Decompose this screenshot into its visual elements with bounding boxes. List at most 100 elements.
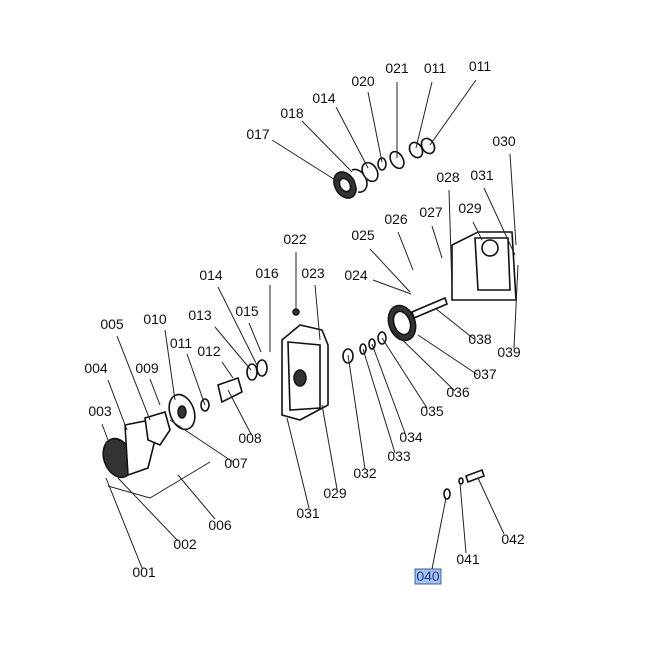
leader-lines: [101, 79, 519, 570]
part-label-022[interactable]: 022: [283, 231, 307, 247]
part-label-031[interactable]: 031: [296, 505, 320, 521]
part-label-028[interactable]: 028: [436, 169, 460, 185]
part-040-ring: [443, 488, 451, 500]
part-label-009[interactable]: 009: [135, 360, 159, 376]
part-label-029[interactable]: 029: [323, 485, 347, 501]
part-label-018[interactable]: 018: [280, 105, 304, 121]
part-label-025[interactable]: 025: [351, 227, 375, 243]
part-label-036[interactable]: 036: [446, 384, 470, 400]
leader-line-036: [389, 327, 456, 392]
part-label-013[interactable]: 013: [188, 307, 212, 323]
part-label-014[interactable]: 014: [199, 267, 223, 283]
part-label-037[interactable]: 037: [473, 366, 497, 382]
part-label-011[interactable]: 011: [469, 58, 492, 74]
bracket-006: [107, 461, 211, 499]
part-011-seal-2: [420, 137, 436, 155]
leader-line-029: [321, 404, 338, 490]
leader-line-037: [417, 334, 479, 376]
part-label-029[interactable]: 029: [458, 200, 482, 216]
part-label-004[interactable]: 004: [84, 360, 108, 376]
part-041-ring: [458, 477, 464, 485]
leader-line-005: [116, 335, 151, 421]
part-label-041[interactable]: 041: [456, 551, 480, 567]
part-label-007[interactable]: 007: [224, 455, 248, 471]
part-042-pin: [464, 468, 486, 484]
leader-line-032: [347, 354, 366, 470]
leader-line-038: [434, 307, 475, 340]
part-label-027[interactable]: 027: [419, 204, 443, 220]
leader-line-008: [227, 389, 252, 435]
parts: [102, 137, 517, 500]
leader-line-027: [431, 225, 443, 259]
part-017-bore: [338, 177, 352, 193]
leader-line-033: [362, 348, 396, 454]
leader-line-031: [286, 417, 310, 509]
part-label-031[interactable]: 031: [470, 167, 494, 183]
part-label-015[interactable]: 015: [235, 303, 259, 319]
leader-line-026: [397, 231, 414, 271]
part-label-035[interactable]: 035: [420, 403, 444, 419]
leader-line-007: [169, 419, 234, 463]
leader-line-031: [483, 187, 516, 256]
part-label-026[interactable]: 026: [384, 211, 408, 227]
part-label-016[interactable]: 016: [255, 265, 279, 281]
part-label-005[interactable]: 005: [100, 316, 124, 332]
part-label-023[interactable]: 023: [301, 265, 325, 281]
leader-line-017: [271, 139, 341, 184]
leader-line-030: [509, 153, 517, 246]
part-label-011[interactable]: 011: [170, 335, 193, 351]
leader-line-025: [369, 248, 411, 293]
leader-line-014: [335, 106, 369, 169]
part-label-012[interactable]: 012: [197, 343, 221, 359]
part-label-020[interactable]: 020: [351, 73, 375, 89]
part-label-006[interactable]: 006: [208, 517, 232, 533]
leader-line-034: [371, 343, 406, 434]
leader-line-023: [314, 284, 321, 341]
part-label-042[interactable]: 042: [501, 531, 525, 547]
leader-line-042: [477, 477, 505, 535]
leader-line-041: [459, 482, 467, 554]
leader-line-040: [431, 497, 447, 570]
leader-line-035: [381, 337, 428, 409]
part-020-ring: [377, 157, 387, 171]
part-label-034[interactable]: 034: [399, 429, 423, 445]
leader-line-020: [367, 91, 383, 163]
part-housing-bore: [293, 369, 307, 387]
part-label-003[interactable]: 003: [88, 403, 112, 419]
leader-line-039: [513, 264, 519, 349]
part-036-gear-face: [392, 310, 412, 336]
part-label-039[interactable]: 039: [497, 344, 521, 360]
leader-line-006: [177, 474, 216, 520]
part-label-021[interactable]: 021: [385, 60, 409, 76]
part-label-030[interactable]: 030: [492, 133, 516, 149]
part-010-hub: [177, 405, 187, 419]
part-014-bearing-2: [256, 359, 268, 377]
leader-line-011: [186, 353, 206, 406]
part-label-011[interactable]: 011: [424, 60, 447, 76]
leader-line-024: [372, 279, 412, 295]
part-label-038[interactable]: 038: [468, 331, 492, 347]
part-label-001[interactable]: 001: [132, 564, 156, 580]
part-label-024[interactable]: 024: [344, 267, 368, 283]
part-005-plate: [144, 410, 171, 446]
leader-line-012: [221, 361, 234, 379]
selection-highlight: [414, 568, 442, 585]
part-label-014[interactable]: 014: [312, 90, 336, 106]
part-038-shaft: [411, 296, 448, 320]
leader-line-013: [214, 326, 252, 371]
part-label-040[interactable]: 040: [416, 568, 440, 584]
part-label-033[interactable]: 033: [387, 448, 411, 464]
part-label-017[interactable]: 017: [246, 126, 270, 142]
leader-line-009: [149, 378, 161, 406]
part-label-002[interactable]: 002: [173, 536, 197, 552]
part-cover-bearing: [481, 239, 499, 257]
leader-line-011: [429, 79, 477, 146]
part-label-010[interactable]: 010: [143, 311, 167, 327]
leader-line-003: [101, 423, 109, 441]
leader-line-002: [117, 477, 179, 542]
part-label-032[interactable]: 032: [353, 465, 377, 481]
leader-line-018: [301, 120, 353, 173]
part-label-008[interactable]: 008: [238, 430, 262, 446]
